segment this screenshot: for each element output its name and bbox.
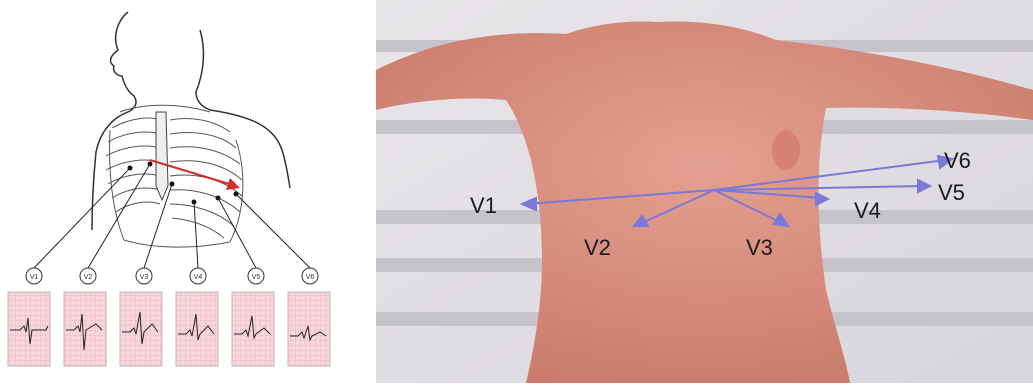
shoulder-right bbox=[210, 110, 290, 188]
lead-circle-v2: V2 bbox=[80, 268, 96, 284]
ecg-strip-v6 bbox=[288, 292, 330, 366]
ecg-strip-v5 bbox=[232, 292, 274, 366]
svg-text:V4: V4 bbox=[194, 274, 203, 281]
label-v3: V3 bbox=[746, 235, 773, 260]
svg-text:V3: V3 bbox=[140, 274, 149, 281]
svg-text:V1: V1 bbox=[30, 274, 39, 281]
svg-text:V2: V2 bbox=[84, 274, 93, 281]
chest-leads-diagram: V1 V2 V3 V4 V5 V6 bbox=[0, 0, 360, 383]
chest-leads-illustration: V1 V2 V3 V4 V5 V6 bbox=[0, 0, 360, 383]
label-v2: V2 bbox=[584, 235, 611, 260]
lead-circle-v1: V1 bbox=[26, 268, 42, 284]
label-v4: V4 bbox=[854, 198, 881, 223]
lead-circle-v5: V5 bbox=[248, 268, 264, 284]
heart-axis-arrowhead bbox=[226, 178, 240, 190]
lead-circle-v6: V6 bbox=[302, 268, 318, 284]
label-v6: V6 bbox=[944, 148, 971, 173]
lead-wires bbox=[34, 164, 310, 268]
torso-photo-panel: V1 V2 V3 V4 V5 V6 bbox=[376, 0, 1033, 383]
neck-outline bbox=[196, 30, 210, 110]
lead-circles: V1 V2 V3 V4 V5 V6 bbox=[26, 268, 318, 284]
label-v1: V1 bbox=[470, 193, 497, 218]
head-outline bbox=[111, 12, 136, 112]
ecg-strips bbox=[8, 292, 330, 366]
ecg-strip-v2 bbox=[64, 292, 106, 366]
chest-shadow bbox=[772, 130, 800, 170]
lead-circle-v4: V4 bbox=[190, 268, 206, 284]
lead-circle-v3: V3 bbox=[136, 268, 152, 284]
ecg-strip-v4 bbox=[176, 292, 218, 366]
sternum bbox=[156, 112, 168, 200]
rib-cage bbox=[106, 105, 243, 247]
ecg-strip-v1 bbox=[8, 292, 50, 366]
torso-vectors-illustration: V1 V2 V3 V4 V5 V6 bbox=[376, 0, 1033, 383]
svg-text:V5: V5 bbox=[252, 274, 261, 281]
svg-text:V6: V6 bbox=[306, 274, 315, 281]
label-v5: V5 bbox=[938, 180, 965, 205]
ecg-strip-v3 bbox=[120, 292, 162, 366]
